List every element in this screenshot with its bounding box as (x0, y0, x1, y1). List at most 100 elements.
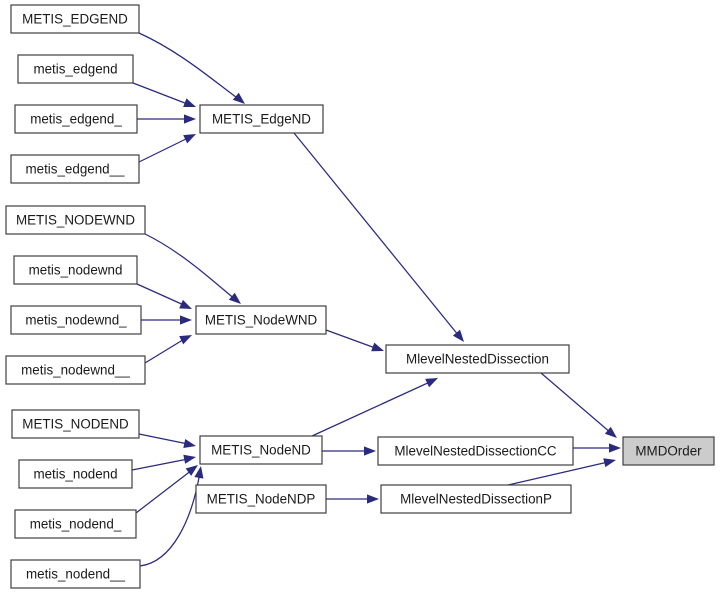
graph-node-METIS_EDGEND[interactable]: METIS_EDGEND (10, 4, 140, 34)
node-box[interactable] (10, 559, 141, 589)
graph-node-metis_edgend__[interactable]: metis_edgend__ (10, 154, 140, 184)
node-box[interactable] (13, 255, 138, 285)
call-edge (139, 466, 204, 567)
call-edge (325, 329, 384, 352)
graph-node-METIS_NODEND[interactable]: METIS_NODEND (11, 409, 140, 439)
graph-node-metis_nodend__[interactable]: metis_nodend__ (10, 559, 141, 589)
call-edge (144, 335, 192, 364)
edge-arrowhead (183, 134, 196, 144)
call-edge (540, 372, 617, 438)
graph-node-MMDOrder[interactable]: MMDOrder (622, 436, 715, 466)
node-box[interactable] (385, 344, 570, 374)
node-label: METIS_NODEND (22, 417, 129, 432)
edge-line (132, 82, 191, 106)
call-edge (138, 134, 196, 163)
node-label: METIS_NodeNDP (207, 492, 316, 507)
node-label: metis_edgend__ (25, 162, 125, 177)
graph-node-METIS_NodeNDP[interactable]: METIS_NodeNDP (195, 484, 327, 514)
node-label: MMDOrder (635, 444, 702, 459)
graph-node-METIS_NODEWND[interactable]: METIS_NODEWND (5, 205, 146, 235)
call-edge (326, 494, 379, 504)
call-edge (144, 233, 241, 304)
edge-line (325, 329, 379, 350)
node-box[interactable] (199, 435, 323, 465)
edge-line (507, 461, 609, 486)
call-edge (573, 443, 621, 453)
node-label: METIS_NodeND (211, 443, 311, 458)
edge-arrowhead (452, 329, 464, 342)
graph-node-metis_nodewnd_[interactable]: metis_nodewnd_ (10, 305, 142, 335)
node-box[interactable] (10, 305, 142, 335)
node-label: metis_nodewnd__ (21, 363, 130, 378)
node-box[interactable] (380, 484, 572, 514)
edge-arrowhead (179, 299, 192, 309)
edge-arrowhead (603, 458, 616, 468)
edge-arrowhead (183, 439, 196, 449)
edge-line (139, 471, 201, 567)
edge-line (144, 233, 237, 301)
call-edge (137, 114, 196, 124)
call-edge (135, 465, 198, 514)
graph-node-metis_nodewnd__[interactable]: metis_nodewnd__ (5, 355, 146, 385)
node-label: metis_nodend__ (26, 567, 126, 582)
edge-arrowhead (184, 114, 196, 124)
call-edge (322, 446, 376, 456)
edge-arrowhead (371, 342, 384, 352)
node-label: metis_nodewnd (29, 263, 123, 278)
node-label: metis_edgend (33, 62, 117, 77)
node-label: metis_edgend_ (30, 112, 122, 127)
graph-node-metis_edgend[interactable]: metis_edgend (17, 54, 134, 84)
edge-arrowhead (183, 98, 196, 107)
graph-node-metis_nodend_[interactable]: metis_nodend_ (14, 509, 137, 539)
node-box[interactable] (10, 154, 140, 184)
graph-node-MlevelNestedDissection[interactable]: MlevelNestedDissection (385, 344, 570, 374)
edge-layer (131, 32, 621, 567)
edge-line (138, 433, 189, 445)
node-box[interactable] (10, 4, 140, 34)
node-label: METIS_EDGEND (22, 12, 128, 27)
call-edge (311, 378, 438, 437)
node-box[interactable] (5, 205, 146, 235)
node-box[interactable] (195, 305, 327, 335)
node-box[interactable] (14, 104, 138, 134)
graph-node-METIS_EdgeND[interactable]: METIS_EdgeND (199, 104, 324, 134)
graph-node-metis_nodewnd[interactable]: metis_nodewnd (13, 255, 138, 285)
edge-line (293, 132, 460, 337)
node-label: MlevelNestedDissectionCC (394, 444, 557, 459)
edge-line (138, 136, 191, 163)
edge-line (540, 372, 612, 434)
edge-line (311, 380, 433, 437)
edge-arrowhead (604, 426, 617, 438)
edge-line (135, 469, 193, 514)
node-box[interactable] (199, 104, 324, 134)
edge-arrowhead (367, 494, 379, 504)
edge-line (138, 32, 241, 101)
call-edge (507, 458, 616, 486)
edge-arrowhead (183, 454, 196, 464)
node-box[interactable] (377, 436, 574, 466)
node-label: METIS_NodeWND (205, 313, 318, 328)
graph-node-metis_nodend[interactable]: metis_nodend (18, 459, 133, 489)
node-label: metis_nodend (33, 467, 117, 482)
node-label: metis_nodend_ (30, 517, 122, 532)
node-box[interactable] (622, 436, 715, 466)
graph-node-MlevelNestedDissectionCC[interactable]: MlevelNestedDissectionCC (377, 436, 574, 466)
node-box[interactable] (17, 54, 134, 84)
node-box[interactable] (18, 459, 133, 489)
call-edge (138, 433, 196, 449)
graph-node-METIS_NodeND[interactable]: METIS_NodeND (199, 435, 323, 465)
call-edge (132, 82, 196, 107)
node-box[interactable] (195, 484, 327, 514)
edge-arrowhead (179, 335, 192, 345)
edge-arrowhead (194, 466, 204, 479)
node-box[interactable] (11, 409, 140, 439)
node-label: METIS_EdgeND (212, 112, 311, 127)
edge-arrowhead (425, 378, 438, 388)
call-edge (131, 454, 196, 471)
graph-node-METIS_NodeWND[interactable]: METIS_NodeWND (195, 305, 327, 335)
node-box[interactable] (5, 355, 146, 385)
graph-node-MlevelNestedDissectionP[interactable]: MlevelNestedDissectionP (380, 484, 572, 514)
graph-node-metis_edgend_[interactable]: metis_edgend_ (14, 104, 138, 134)
node-box[interactable] (14, 509, 137, 539)
